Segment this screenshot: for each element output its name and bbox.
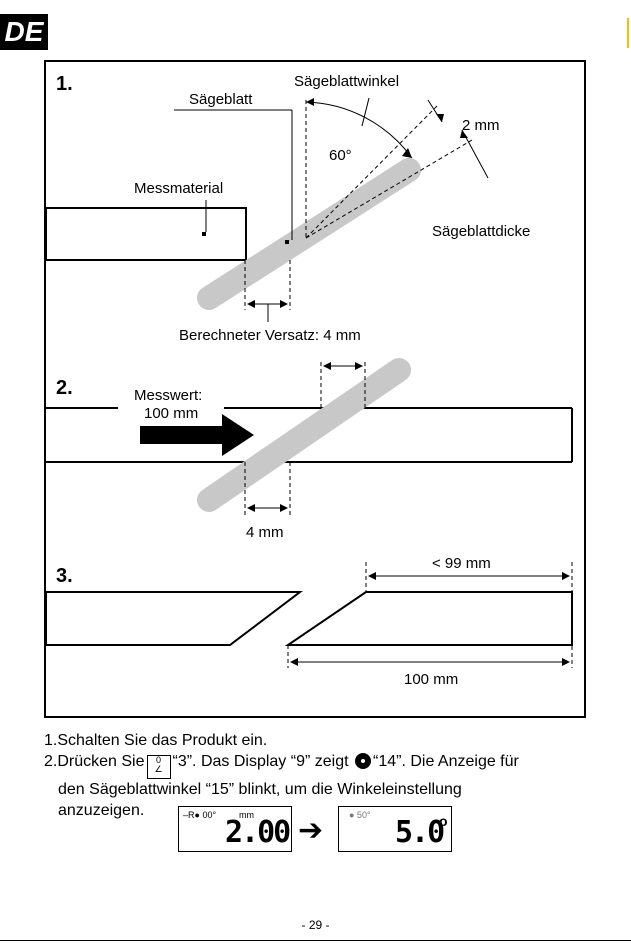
right-arrow-icon: ➔ bbox=[298, 814, 324, 847]
offset-label: Berechneter Versatz: 4 mm bbox=[179, 327, 361, 344]
step3-number: 3. bbox=[56, 565, 73, 587]
display-after-degree: o bbox=[439, 813, 448, 829]
step1-number: 1. bbox=[56, 73, 73, 95]
instructions: 1.Schalten Sie das Produkt ein. 2.Drücke… bbox=[44, 730, 604, 821]
material-point bbox=[202, 232, 206, 236]
edge-marker bbox=[627, 18, 629, 48]
less-value: < 99 mm bbox=[432, 555, 491, 572]
display-after: ● 50° 5.0 o bbox=[338, 806, 452, 852]
step2-number: 2. bbox=[56, 377, 73, 399]
offset-value-2: 4 mm bbox=[246, 524, 284, 541]
page-number: - 29 - bbox=[301, 918, 330, 932]
display-before-indicator: –R● 00° bbox=[183, 810, 217, 820]
instruction-2-part-c: “14”. Die Anzeige für bbox=[373, 753, 519, 770]
display-after-indicator: ● 50° bbox=[349, 810, 371, 820]
display-before-unit: mm bbox=[239, 810, 254, 820]
thickness-value: 2 mm bbox=[462, 117, 500, 134]
angle-key-icon: 0∠ bbox=[146, 755, 171, 779]
bottom-rule bbox=[0, 940, 631, 941]
display-after-value: 5.0 bbox=[395, 815, 445, 850]
angle-value: 60° bbox=[329, 147, 352, 164]
saw-angle-label: Sägeblattwinkel bbox=[294, 73, 399, 90]
cut-piece-left bbox=[45, 591, 303, 646]
instruction-2-part-a: 2.Drücken Sie bbox=[44, 753, 145, 770]
saw-blade-label: Sägeblatt bbox=[189, 91, 253, 108]
direction-arrow bbox=[140, 414, 254, 456]
blade-thickness-label: Sägeblattdicke bbox=[432, 223, 530, 240]
measured-label: Messwert: bbox=[134, 387, 202, 404]
instruction-4: anzuzeigen. bbox=[58, 802, 145, 819]
saw-blade-icon bbox=[355, 753, 371, 769]
display-before: –R● 00° mm 2.00 bbox=[178, 806, 292, 852]
diagram-frame: 1. Messmaterial Sägeblatt Sägeblattwinke… bbox=[44, 60, 586, 718]
instruction-1: 1.Schalten Sie das Produkt ein. bbox=[44, 732, 268, 749]
display-before-value: 2.00 bbox=[225, 815, 291, 850]
saw-blade-2 bbox=[197, 358, 411, 512]
measured-value: 100 mm bbox=[144, 405, 198, 422]
instruction-3: den Sägeblattwinkel “15” blinkt, um die … bbox=[58, 781, 462, 798]
language-badge: DE bbox=[0, 14, 48, 50]
full-value: 100 mm bbox=[404, 671, 458, 688]
saw-blade-1 bbox=[197, 158, 421, 310]
cut-piece-right bbox=[284, 591, 573, 646]
instruction-2-part-b: “3”. Das Display “9” zeigt bbox=[172, 753, 349, 770]
material-label: Messmaterial bbox=[134, 180, 223, 197]
material-block bbox=[45, 207, 247, 261]
